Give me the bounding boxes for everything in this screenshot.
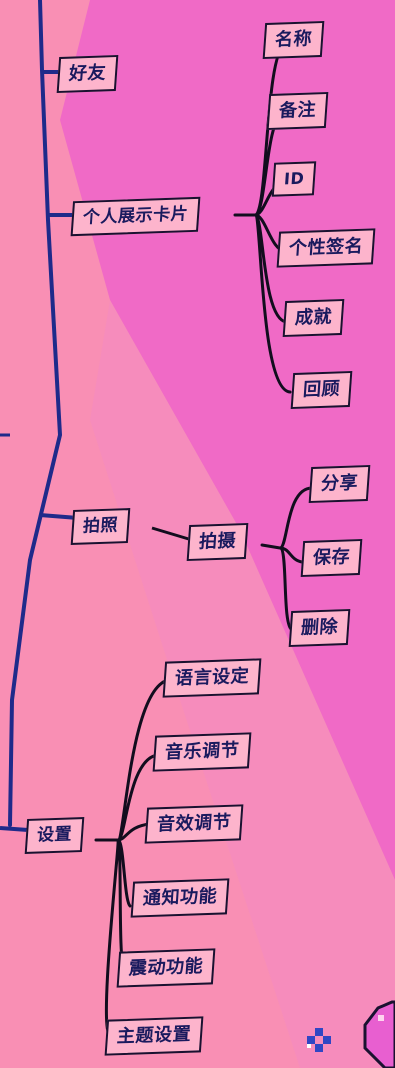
pixel-cross-icon	[307, 1028, 331, 1052]
node-notification[interactable]: 通知功能	[130, 878, 230, 918]
node-sound-effect[interactable]: 音效调节	[144, 804, 244, 844]
node-name[interactable]: 名称	[262, 20, 325, 60]
node-profile-card[interactable]: 个人展示卡片	[70, 196, 201, 237]
node-photo[interactable]: 拍照	[70, 508, 131, 545]
node-achievement[interactable]: 成就	[282, 298, 345, 338]
node-save[interactable]: 保存	[300, 538, 363, 578]
branch-settings	[94, 678, 170, 1038]
branch-profile	[233, 43, 292, 394]
node-friends[interactable]: 好友	[56, 54, 119, 94]
node-share[interactable]: 分享	[308, 464, 371, 504]
node-language[interactable]: 语言设定	[162, 658, 262, 698]
node-theme[interactable]: 主题设置	[104, 1016, 204, 1056]
node-delete[interactable]: 删除	[288, 608, 351, 648]
node-shoot[interactable]: 拍摄	[186, 522, 249, 562]
node-remark[interactable]: 备注	[266, 91, 329, 131]
node-vibration[interactable]: 震动功能	[116, 948, 216, 988]
node-id[interactable]: ID	[271, 161, 317, 197]
node-review[interactable]: 回顾	[290, 370, 353, 410]
branch-shoot	[260, 486, 314, 632]
node-signature[interactable]: 个性签名	[276, 228, 376, 268]
node-settings[interactable]: 设置	[24, 817, 85, 854]
trunk-connector-settings	[0, 826, 29, 832]
node-music[interactable]: 音乐调节	[152, 732, 252, 772]
branch-photo-shoot	[151, 526, 193, 542]
pixel-heart-icon	[363, 1000, 395, 1068]
